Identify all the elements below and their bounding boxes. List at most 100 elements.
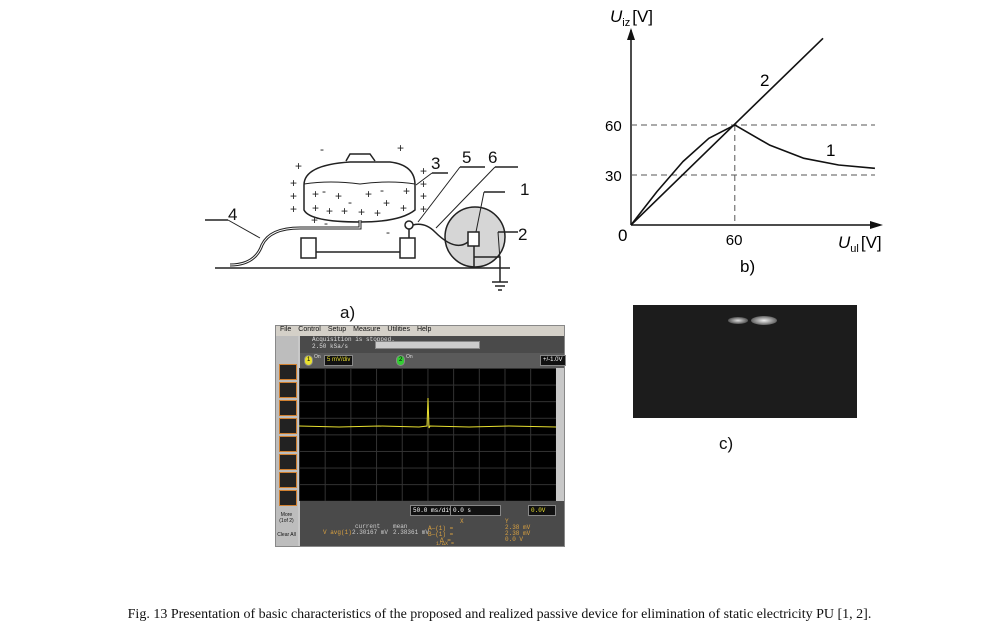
mode-button[interactable] bbox=[279, 436, 297, 452]
svg-text:-: - bbox=[348, 195, 352, 209]
channel-controls: 1 On 5 mV/div 2 On +/-1.0V bbox=[300, 353, 566, 368]
mode-button[interactable] bbox=[279, 472, 297, 488]
svg-text:+: + bbox=[358, 205, 365, 219]
svg-text:+: + bbox=[374, 206, 381, 220]
svg-text:+: + bbox=[312, 187, 319, 201]
discharge-glow bbox=[751, 316, 777, 325]
menu-measure[interactable]: Measure bbox=[353, 326, 381, 333]
svg-text:-: - bbox=[380, 183, 384, 197]
cursor-y-a: 2.38 mV bbox=[505, 524, 531, 531]
svg-text:+: + bbox=[420, 189, 427, 203]
mode-button[interactable] bbox=[279, 400, 297, 416]
mean-header: mean bbox=[393, 523, 408, 530]
mode-button[interactable] bbox=[279, 490, 297, 506]
hose bbox=[229, 220, 362, 267]
ch2-on-checkbox[interactable]: On bbox=[406, 354, 413, 360]
clear-all-button[interactable]: Clear All bbox=[277, 532, 296, 538]
svg-text:+: + bbox=[365, 187, 372, 201]
svg-text:+: + bbox=[326, 204, 333, 218]
mode-button[interactable] bbox=[279, 364, 297, 380]
x-axis-label: Uul[V] bbox=[838, 233, 882, 255]
svg-text:+: + bbox=[420, 164, 427, 178]
menu-control[interactable]: Control bbox=[298, 326, 321, 333]
svg-text:+: + bbox=[312, 201, 319, 215]
svg-text:-: - bbox=[324, 216, 328, 230]
callout-2: 2 bbox=[518, 225, 527, 244]
measure-label: V avg(1) bbox=[323, 529, 352, 536]
label-a: a) bbox=[340, 303, 355, 322]
ch1-on-checkbox[interactable]: On bbox=[314, 354, 321, 360]
trace bbox=[298, 397, 557, 429]
cursor-row-delta: Δ = bbox=[440, 537, 451, 544]
cursor-row-inverse: 1/ΔX = bbox=[436, 541, 455, 547]
oscilloscope-screen bbox=[298, 368, 557, 501]
y-tick-label: 60 bbox=[605, 118, 622, 135]
mode-button[interactable] bbox=[279, 454, 297, 470]
y-axis-arrow bbox=[627, 28, 635, 40]
delay-field[interactable]: 0.0 s bbox=[450, 505, 501, 516]
callout-6: 6 bbox=[488, 148, 497, 167]
svg-text:-: - bbox=[322, 184, 326, 198]
cursor-row-a: A—(1) = bbox=[428, 525, 454, 532]
label-c: c) bbox=[719, 434, 734, 453]
callout-1: 1 bbox=[520, 180, 529, 199]
svg-text:+: + bbox=[290, 202, 297, 216]
timebase-field[interactable]: 50.0 ms/div bbox=[410, 505, 456, 516]
svg-text:+: + bbox=[290, 189, 297, 203]
svg-text:+: + bbox=[295, 159, 302, 173]
side-toolbar: More (1of 2) Clear All bbox=[276, 336, 298, 546]
oscilloscope-screenshot: File Control Setup Measure Utilities Help Mor… bbox=[275, 325, 566, 547]
tank-diagram: +-+ +++++++ +-+-+-++ ++++++ +-- 3 5 6 1 … bbox=[205, 141, 529, 322]
wheel-left bbox=[300, 237, 317, 259]
svg-text:+: + bbox=[383, 196, 390, 210]
menu-file[interactable]: File bbox=[280, 326, 292, 333]
cursor-row-b: B—(1) = bbox=[428, 531, 454, 538]
acquisition-status: Acquisition is stopped. bbox=[312, 336, 395, 343]
svg-text:+: + bbox=[335, 189, 342, 203]
svg-text:-: - bbox=[386, 225, 390, 239]
mean-value: 2.38361 mV bbox=[393, 529, 430, 536]
offset-field[interactable]: +/-1.0V bbox=[540, 355, 566, 366]
status-area: Acquisition is stopped. 2.50 kSa/s bbox=[300, 336, 564, 353]
callout-3: 3 bbox=[431, 154, 440, 173]
wheel-right bbox=[399, 237, 416, 259]
cursor-y-b: 2.38 mV bbox=[505, 530, 531, 537]
cursor-x-header: X bbox=[460, 518, 464, 525]
curve-label-1: 1 bbox=[826, 141, 835, 160]
menu-utilities[interactable]: Utilities bbox=[387, 326, 410, 333]
menu-bar: File Control Setup Measure Utilities Help bbox=[276, 326, 564, 336]
label-b: b) bbox=[740, 257, 755, 276]
discharge-photo bbox=[633, 305, 857, 418]
current-value: 2.30167 mV bbox=[352, 529, 389, 536]
sample-rate: 2.50 kSa/s bbox=[312, 343, 349, 350]
measurement-panel: 50.0 ms/div 0.0 s 0.0V V avg(1) current … bbox=[300, 501, 564, 547]
mode-button[interactable] bbox=[279, 418, 297, 434]
svg-text:+: + bbox=[420, 202, 427, 216]
trigger-level-field[interactable]: 0.0V bbox=[528, 505, 556, 516]
waveform-overview bbox=[375, 341, 480, 349]
current-header: current bbox=[355, 523, 381, 530]
cursor-y-delta: 0.0 V bbox=[505, 536, 524, 543]
device-box bbox=[467, 231, 480, 247]
menu-help[interactable]: Help bbox=[416, 326, 432, 333]
connector bbox=[404, 220, 414, 230]
menu-setup[interactable]: Setup bbox=[327, 326, 347, 333]
tank-body bbox=[303, 161, 416, 223]
svg-text:+: + bbox=[341, 204, 348, 218]
callout-5: 5 bbox=[462, 148, 471, 167]
callout-4: 4 bbox=[228, 205, 237, 224]
svg-text:-: - bbox=[320, 142, 324, 156]
more-button[interactable]: More (1of 2) bbox=[279, 512, 294, 524]
liquid-surface bbox=[303, 181, 416, 185]
series-line-2 bbox=[630, 37, 824, 226]
svg-text:+: + bbox=[400, 201, 407, 215]
svg-text:+: + bbox=[420, 177, 427, 191]
ch1-scale-field[interactable]: 5 mV/div bbox=[324, 355, 354, 366]
curve-label-2: 2 bbox=[760, 71, 769, 90]
svg-text:+: + bbox=[290, 176, 297, 190]
svg-text:+: + bbox=[403, 184, 410, 198]
svg-text:+: + bbox=[311, 213, 318, 227]
mode-button[interactable] bbox=[279, 382, 297, 398]
